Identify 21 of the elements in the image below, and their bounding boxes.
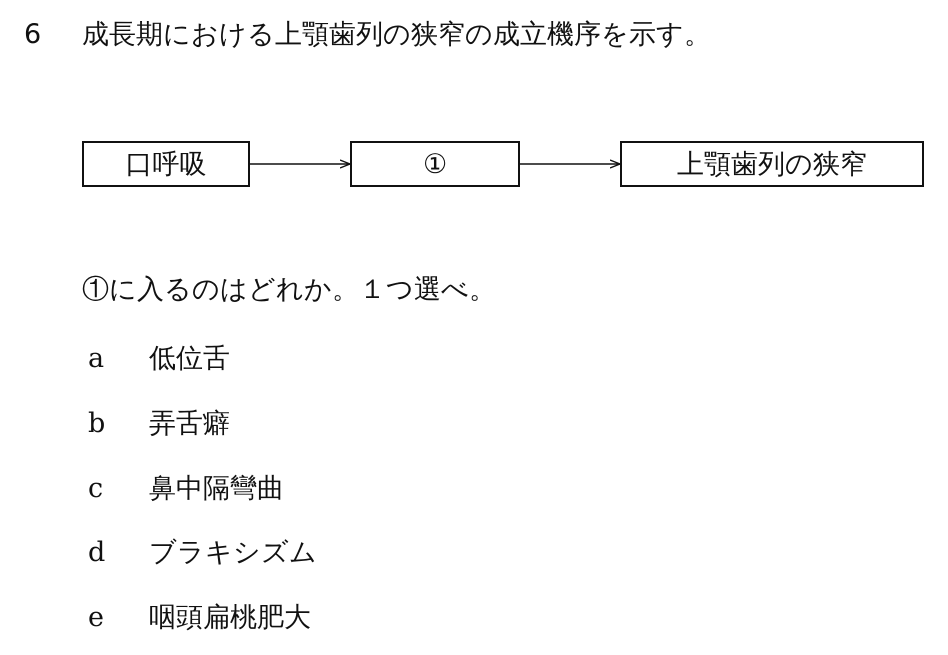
box-label: 上顎歯列の狭窄 (677, 148, 867, 182)
option-text: ブラキシズム (149, 536, 317, 570)
question-number: 6 (24, 18, 42, 52)
question-stem: 成長期における上顎歯列の狭窄の成立機序を示す。 (82, 18, 711, 52)
option-text: 弄舌癖 (149, 407, 230, 441)
box-label: ① (423, 148, 447, 180)
box-label: 口呼吸 (126, 148, 206, 182)
process-box (350, 141, 520, 187)
arrow (520, 159, 621, 169)
option-letter: e (88, 601, 104, 635)
option-text: 咽頭扁桃肥大 (149, 601, 311, 635)
arrow (250, 159, 351, 169)
process-box (620, 141, 924, 187)
question-text: ①に入るのはどれか。１つ選べ。 (82, 273, 496, 307)
option-letter: b (88, 407, 106, 441)
option-letter: a (88, 342, 104, 376)
option-text: 鼻中隔彎曲 (149, 472, 284, 506)
option-text: 低位舌 (149, 342, 230, 376)
option-letter: c (88, 472, 104, 506)
option-letter: d (88, 536, 106, 570)
process-box (82, 141, 250, 187)
